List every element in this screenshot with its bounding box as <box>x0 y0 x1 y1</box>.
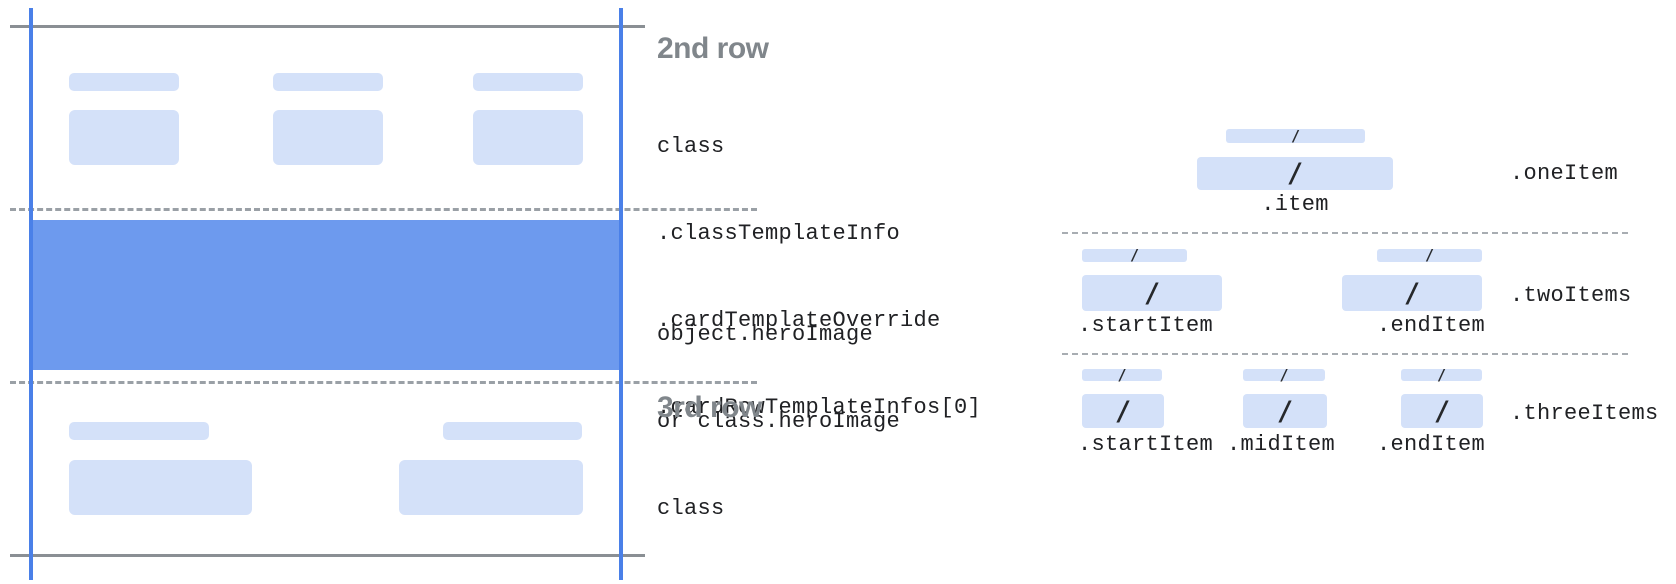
three-items-mid-label-bar: / <box>1243 365 1325 384</box>
slash-placeholder: / <box>1436 365 1447 384</box>
code-line: .classTemplateInfo <box>657 221 901 246</box>
two-items-end-label: .endItem <box>1377 313 1486 338</box>
slash-placeholder: / <box>1290 126 1301 145</box>
second-row-heading: 2nd row <box>657 32 769 65</box>
hero-image-code-path: object.heroImage or class.heroImage <box>657 262 900 494</box>
second-row-field-box-3 <box>473 110 583 165</box>
row-divider-dashed-line-bottom <box>10 381 757 384</box>
card-top-edge-line <box>10 25 645 28</box>
slash-placeholder: / <box>1143 277 1161 309</box>
item-diagram-divider-2 <box>1062 353 1628 355</box>
second-row-field-label-2 <box>273 73 383 91</box>
one-item-field-label: .item <box>1261 192 1329 217</box>
slash-placeholder: / <box>1114 395 1132 427</box>
third-row-code-path: class .classTemplateInfo .cardTemplateOv… <box>657 436 981 584</box>
two-items-start-label-bar: / <box>1082 246 1187 264</box>
third-row-field-label-1 <box>69 422 209 440</box>
slash-placeholder: / <box>1129 246 1140 264</box>
code-line: class <box>657 134 725 159</box>
three-items-mid-value-bar: / <box>1243 394 1327 428</box>
third-row-field-label-2 <box>443 422 582 440</box>
second-row-field-label-1 <box>69 73 179 91</box>
third-row-heading: 3rd row <box>657 391 762 424</box>
three-items-start-label-bar: / <box>1082 365 1162 384</box>
row-divider-dashed-line-top <box>10 208 757 211</box>
two-items-start-value-bar: / <box>1082 275 1222 311</box>
three-items-start-value-bar: / <box>1082 394 1164 428</box>
code-line: class <box>657 496 725 521</box>
second-row-field-box-1 <box>69 110 179 165</box>
two-items-end-label-bar: / <box>1377 246 1482 264</box>
slash-placeholder: / <box>1433 395 1451 427</box>
three-items-end-label-bar: / <box>1401 365 1482 384</box>
code-line: .cardTemplateOverride <box>657 308 941 333</box>
third-row-field-box-2 <box>399 460 583 515</box>
one-item-label-bar: / <box>1226 126 1365 145</box>
second-row-field-label-3 <box>473 73 583 91</box>
card-left-guide-line <box>29 8 33 580</box>
second-row-field-box-2 <box>273 110 383 165</box>
one-item-value-bar: / <box>1197 157 1393 190</box>
two-items-start-label: .startItem <box>1078 313 1214 338</box>
slash-placeholder: / <box>1276 395 1294 427</box>
code-line: object.heroImage <box>657 322 874 347</box>
two-items-row-label: .twoItems <box>1510 283 1632 308</box>
slash-placeholder: / <box>1286 158 1304 189</box>
third-row-field-box-1 <box>69 460 252 515</box>
second-row-code-path: class .classTemplateInfo .cardTemplateOv… <box>657 74 981 480</box>
card-bottom-edge-line <box>10 554 645 557</box>
one-item-row-label: .oneItem <box>1510 161 1619 186</box>
three-items-start-label: .startItem <box>1078 432 1214 457</box>
code-line: .cardRowTemplateInfos[0] <box>657 395 982 420</box>
slash-placeholder: / <box>1403 277 1421 309</box>
three-items-mid-label: .midItem <box>1227 432 1336 457</box>
code-line: or class.heroImage <box>657 409 901 434</box>
three-items-end-value-bar: / <box>1401 394 1483 428</box>
card-right-guide-line <box>619 8 623 580</box>
item-diagram-divider-1 <box>1062 232 1628 234</box>
three-items-end-label: .endItem <box>1377 432 1486 457</box>
three-items-row-label: .threeItems <box>1510 401 1659 426</box>
hero-image-band <box>29 220 623 370</box>
two-items-end-value-bar: / <box>1342 275 1482 311</box>
slash-placeholder: / <box>1279 365 1289 384</box>
slash-placeholder: / <box>1117 365 1127 384</box>
slash-placeholder: / <box>1424 246 1435 264</box>
